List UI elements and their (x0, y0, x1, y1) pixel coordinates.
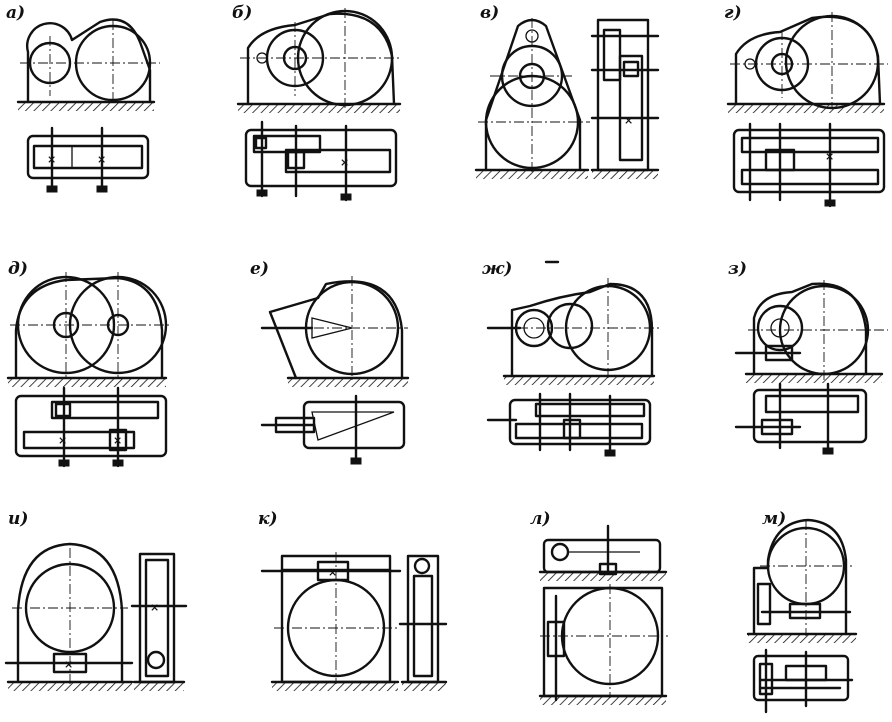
panel-v-front-view (474, 18, 590, 179)
panel-m-plan-view (752, 648, 854, 714)
panel-e: е) (250, 259, 410, 465)
panel-i: и) × × (4, 509, 188, 691)
panel-a-front-view (16, 18, 160, 111)
svg-text:×: × (150, 601, 159, 614)
panel-i-side-view: × (130, 552, 188, 691)
foundation-hatch (18, 102, 154, 111)
panel-k-front-view: × (260, 552, 402, 691)
panel-zh-plan-view (486, 392, 652, 457)
gear-pair-plan (32, 144, 144, 170)
panel-m: м) (746, 509, 858, 714)
panel-k: к) × (258, 509, 448, 691)
panel-l-front-view (538, 584, 668, 705)
svg-text:×: × (58, 434, 67, 447)
panel-d: д) × × (6, 259, 170, 468)
svg-text:×: × (624, 114, 633, 127)
panel-v-side-view: × (590, 18, 660, 179)
svg-text:×: × (64, 658, 73, 671)
panel-label-m: м) (762, 509, 786, 529)
panel-b-front-view (236, 8, 402, 113)
panel-label-k: к) (258, 509, 278, 529)
panel-b: б) × (232, 3, 402, 202)
panel-l: л) (530, 509, 668, 705)
housing-plan (26, 134, 150, 180)
panel-l-plan-view (538, 524, 668, 581)
panel-i-front-view: × (4, 542, 134, 691)
svg-text:×: × (825, 150, 834, 163)
panel-v: в) × (474, 3, 660, 179)
panel-label-d: д) (8, 259, 28, 279)
panel-a-plan-view: × × (26, 126, 150, 193)
svg-text:×: × (113, 434, 122, 447)
panel-g: г) × (724, 3, 888, 208)
panel-z-plan-view (734, 382, 868, 455)
svg-text:×: × (328, 566, 337, 579)
panel-b-plan-view: × (244, 120, 398, 202)
svg-text:×: × (47, 153, 56, 166)
svg-text:×: × (97, 153, 106, 166)
panel-zh: ж) (482, 259, 660, 457)
panel-e-plan-view (260, 394, 406, 465)
svg-text:×: × (340, 156, 349, 169)
panel-label-i: и) (8, 509, 28, 529)
panel-label-v: в) (480, 3, 499, 23)
panel-label-g: г) (724, 3, 742, 23)
panel-e-front-view (260, 276, 410, 387)
panel-z: з) (728, 259, 888, 455)
panel-m-front-view (746, 518, 858, 643)
panel-label-b: б) (232, 3, 252, 23)
panel-label-a: а) (6, 3, 25, 23)
panel-k-side-view (398, 554, 448, 691)
panel-label-l: л) (530, 509, 551, 529)
panel-zh-front-view (486, 278, 660, 385)
panel-a: а) × × (6, 3, 160, 193)
panel-z-front-view (734, 280, 888, 383)
panel-d-plan-view: × × (14, 386, 168, 468)
panel-g-front-view (726, 12, 888, 113)
panel-label-z: з) (728, 259, 747, 279)
panel-d-front-view (6, 272, 170, 387)
panel-label-zh: ж) (482, 259, 512, 279)
panel-g-plan-view: × (732, 122, 886, 208)
housing-outline (26, 18, 152, 104)
panel-label-e: е) (250, 259, 269, 279)
